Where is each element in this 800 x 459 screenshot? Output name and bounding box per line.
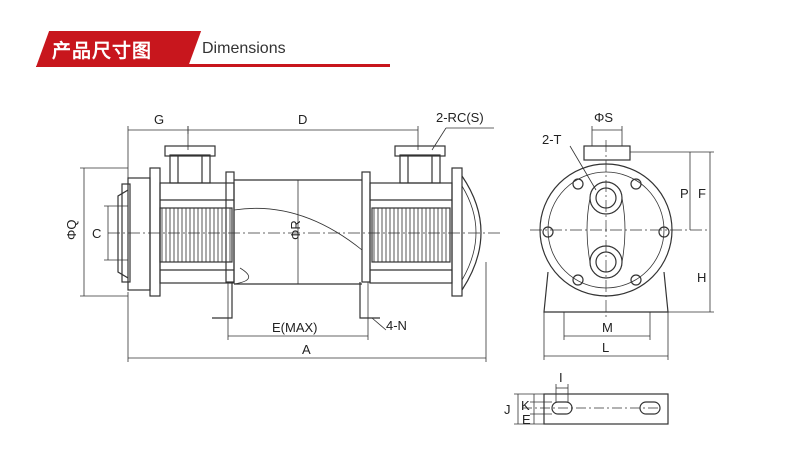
label-F: F	[698, 186, 706, 201]
label-emax: E(MAX)	[272, 320, 318, 335]
label-phiS: ΦS	[594, 110, 613, 125]
label-t2: 2-T	[542, 132, 562, 147]
label-L: L	[602, 340, 609, 355]
section-header: 产品尺寸图 Dimensions	[0, 0, 800, 70]
label-K: K	[521, 398, 530, 413]
header-title-cn: 产品尺寸图	[52, 40, 153, 62]
label-D: D	[298, 112, 307, 127]
right-fin-block	[371, 207, 451, 263]
header-underline	[186, 64, 390, 67]
right-top-port	[399, 154, 441, 184]
foot-detail	[514, 384, 669, 425]
bolt	[630, 274, 642, 286]
bolt	[572, 274, 584, 286]
header-underline-thin	[36, 66, 390, 67]
header-title-en: Dimensions	[202, 40, 286, 57]
foot-plate	[543, 393, 669, 425]
foot-detail-labels: I J K E	[504, 370, 563, 427]
side-view-labels: G D 2-RC(S) ΦQ C ΦR E(MAX) 4-N A	[64, 110, 484, 357]
label-H: H	[697, 270, 706, 285]
label-rc: 2-RC(S)	[436, 110, 484, 125]
label-n4: 4-N	[386, 318, 407, 333]
end-view	[530, 126, 714, 360]
label-J: J	[504, 402, 511, 417]
end-saddle	[543, 271, 669, 313]
left-foot	[212, 282, 233, 319]
bolt	[630, 178, 642, 190]
label-G: G	[154, 112, 164, 127]
label-E: E	[522, 412, 531, 427]
label-C: C	[92, 226, 101, 241]
bolt	[542, 226, 554, 238]
label-A: A	[302, 342, 311, 357]
end-top-port	[583, 145, 631, 161]
bolt	[572, 178, 584, 190]
bolt	[658, 226, 670, 238]
label-M: M	[602, 320, 613, 335]
label-I: I	[559, 370, 563, 385]
left-top-port	[169, 154, 211, 184]
right-end-cap	[461, 175, 482, 291]
label-phiR: ΦR	[288, 220, 303, 240]
left-fin-block	[159, 207, 233, 263]
end-view-labels: ΦS 2-T P F H M L	[542, 110, 706, 355]
left-head	[127, 177, 151, 291]
right-foot	[359, 282, 380, 319]
label-phiQ: ΦQ	[64, 220, 79, 240]
label-P: P	[680, 186, 689, 201]
side-view	[80, 126, 500, 362]
